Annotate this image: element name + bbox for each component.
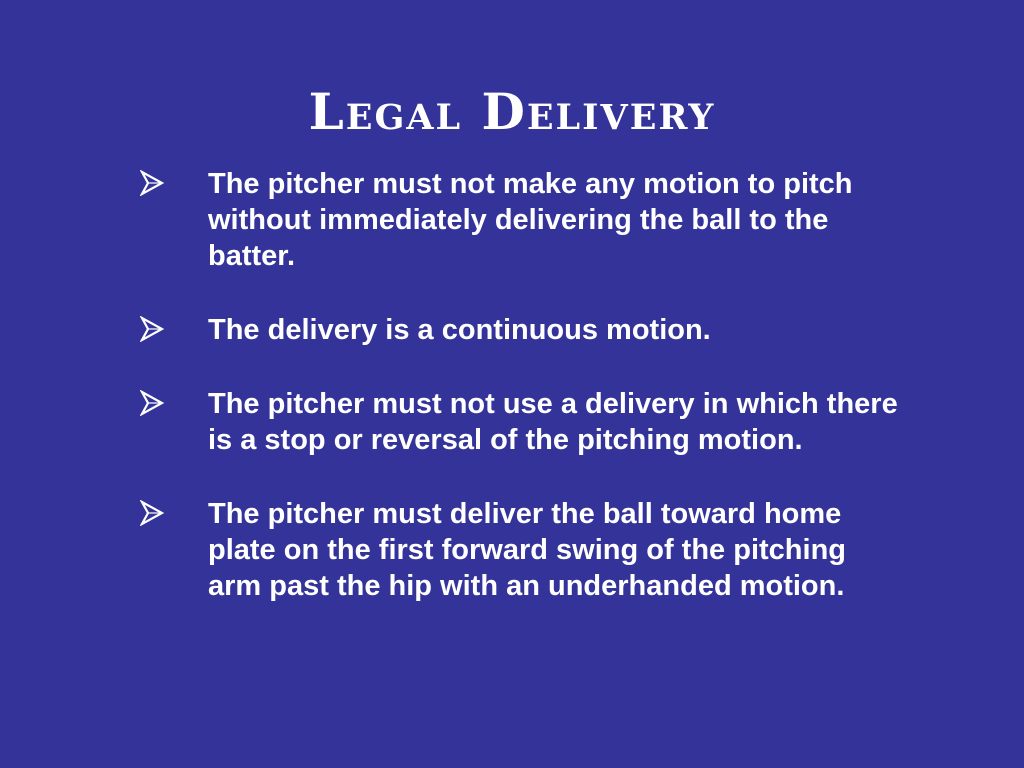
arrowhead-bullet-icon: [140, 500, 164, 526]
arrowhead-bullet-icon: [140, 170, 164, 196]
bullet-text: The pitcher must not use a delivery in w…: [208, 388, 898, 456]
bullet-text: The pitcher must not make any motion to …: [208, 168, 853, 272]
slide-title: Legal Delivery: [308, 81, 716, 141]
bullet-text: The delivery is a continuous motion.: [208, 314, 711, 346]
bullet-list: The pitcher must not make any motion to …: [140, 166, 900, 642]
arrowhead-bullet-icon: [140, 316, 164, 342]
bullet-item: The delivery is a continuous motion.: [140, 312, 900, 348]
bullet-item: The pitcher must deliver the ball toward…: [140, 496, 900, 604]
bullet-item: The pitcher must not use a delivery in w…: [140, 386, 900, 458]
bullet-text: The pitcher must deliver the ball toward…: [208, 498, 846, 602]
arrowhead-bullet-icon: [140, 390, 164, 416]
bullet-item: The pitcher must not make any motion to …: [140, 166, 900, 274]
